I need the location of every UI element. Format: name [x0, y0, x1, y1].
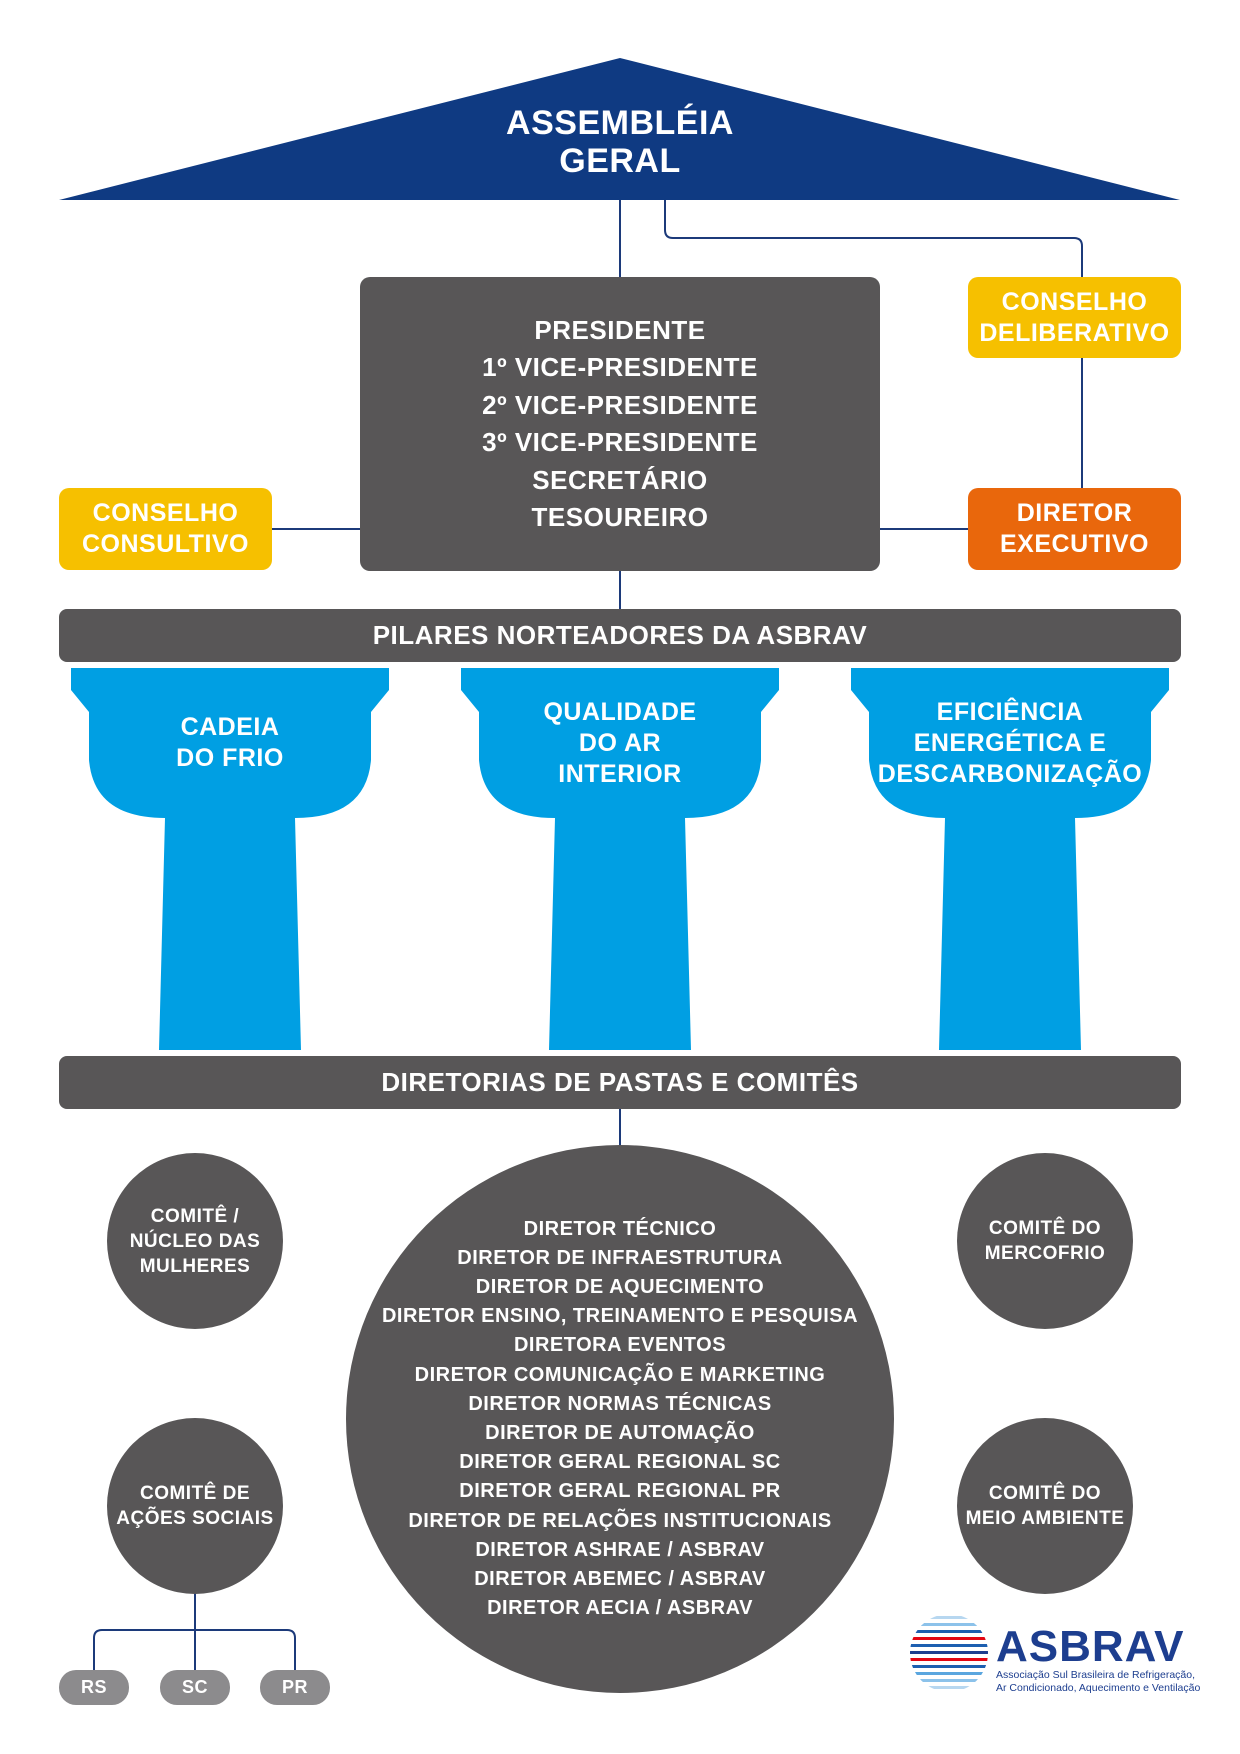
committee-meio-ambiente: COMITÊ DO MEIO AMBIENTE — [957, 1418, 1133, 1594]
region-pill-pr: PR — [260, 1670, 330, 1705]
committee-acoes-sociais: COMITÊ DE AÇÕES SOCIAIS — [107, 1418, 283, 1594]
committee-line: COMITÊ DO — [988, 1218, 1102, 1239]
conselho-consultivo-line1: CONSELHO — [92, 499, 239, 527]
pillar-shape-2 — [461, 668, 779, 1050]
logo-subtitle-line2: Ar Condicionado, Aquecimento e Ventilaçã… — [996, 1682, 1201, 1694]
pillar-label-2: QUALIDADE DO AR INTERIOR — [480, 697, 760, 790]
pillar-label-line: DO AR — [578, 729, 662, 757]
committee-line: MEIO AMBIENTE — [965, 1508, 1125, 1529]
pillar-label-line: ENERGÉTICA E — [913, 729, 1107, 757]
region-pill-sc: SC — [160, 1670, 230, 1705]
region-pill-rs: RS — [59, 1670, 129, 1705]
asbrav-logo: ASBRAV Associação Sul Brasileira de Refr… — [996, 1625, 1200, 1695]
committee-line: COMITÊ DE — [139, 1483, 251, 1504]
committee-line: COMITÊ / — [150, 1205, 240, 1227]
pillar-label-line: INTERIOR — [558, 760, 682, 788]
directors-circle: DIRETOR TÉCNICO DIRETOR DE INFRAESTRUTUR… — [346, 1145, 894, 1693]
conselho-consultivo-line2: CONSULTIVO — [81, 530, 250, 558]
executive-board: PRESIDENTE 1º VICE-PRESIDENTE 2º VICE-PR… — [360, 277, 880, 571]
connector-assembly-deliberativo — [664, 200, 1083, 277]
board-role: PRESIDENTE — [534, 314, 706, 345]
committee-line: MULHERES — [139, 1255, 251, 1277]
assembly-title-line2: GERAL — [559, 142, 681, 180]
pillar-label-line: CADEIA — [180, 713, 280, 741]
logo-name: ASBRAV — [996, 1622, 1185, 1671]
board-role: 2º VICE-PRESIDENTE — [482, 389, 758, 420]
director-item: DIRETORA EVENTOS — [513, 1334, 727, 1357]
assembly-title-line1: ASSEMBLÉIA — [506, 104, 734, 142]
director-item: DIRETOR DE INFRAESTRUTURA — [457, 1246, 783, 1269]
director-item: DIRETOR AECIA / ASBRAV — [487, 1597, 753, 1620]
diretor-executivo-line2: EXECUTIVO — [1000, 530, 1149, 558]
board-role: 3º VICE-PRESIDENTE — [482, 427, 758, 457]
director-item: DIRETOR DE AUTOMAÇÃO — [485, 1422, 755, 1444]
region-label: RS — [80, 1677, 107, 1697]
conselho-deliberativo-box: CONSELHO DELIBERATIVO — [968, 277, 1181, 358]
director-item: DIRETOR ABEMEC / ASBRAV — [474, 1568, 766, 1591]
committee-line: MERCOFRIO — [984, 1243, 1106, 1264]
assembly-title: ASSEMBLÉIA GERAL — [470, 104, 770, 180]
directors-bar: DIRETORIAS DE PASTAS E COMITÊS — [59, 1056, 1181, 1109]
conselho-deliberativo-line2: DELIBERATIVO — [979, 318, 1170, 347]
committee-line: NÚCLEO DAS — [129, 1230, 261, 1252]
diretor-executivo-box: DIRETOR EXECUTIVO — [968, 488, 1181, 570]
director-item: DIRETOR GERAL REGIONAL SC — [459, 1451, 781, 1474]
director-item: DIRETOR GERAL REGIONAL PR — [459, 1480, 781, 1503]
pillar-label-line: DESCARBONIZAÇÃO — [877, 760, 1143, 788]
diretor-executivo-line1: DIRETOR — [1016, 499, 1133, 527]
directors-bar-label: DIRETORIAS DE PASTAS E COMITÊS — [381, 1067, 859, 1097]
pillars-bar: PILARES NORTEADORES DA ASBRAV — [59, 609, 1181, 662]
director-item: DIRETOR ASHRAE / ASBRAV — [475, 1538, 765, 1561]
logo-subtitle-line1: Associação Sul Brasileira de Refrigeraçã… — [996, 1669, 1196, 1681]
director-item: DIRETOR TÉCNICO — [523, 1217, 717, 1240]
asbrav-logo-icon — [908, 1612, 990, 1694]
pillar-label-line: QUALIDADE — [543, 698, 697, 726]
board-role: SECRETÁRIO — [532, 464, 708, 495]
committee-mercofrio: COMITÊ DO MERCOFRIO — [957, 1153, 1133, 1329]
pillar-label-1: CADEIA DO FRIO — [90, 712, 370, 774]
pillar-shape-3 — [851, 668, 1169, 1050]
connector-regions — [93, 1586, 296, 1670]
committee-line: COMITÊ DO — [988, 1483, 1102, 1504]
director-item: DIRETOR NORMAS TÉCNICAS — [468, 1392, 772, 1415]
pillar-label-line: DO FRIO — [176, 744, 284, 772]
committee-line: AÇÕES SOCIAIS — [116, 1508, 274, 1529]
director-item: DIRETOR COMUNICAÇÃO E MARKETING — [414, 1363, 826, 1386]
pillars-bar-label: PILARES NORTEADORES DA ASBRAV — [372, 620, 868, 650]
assembly-roof — [59, 58, 1180, 200]
conselho-consultivo-box: CONSELHO CONSULTIVO — [59, 488, 272, 570]
board-role: 1º VICE-PRESIDENTE — [482, 352, 758, 382]
pillar-label-3: EFICIÊNCIA ENERGÉTICA E DESCARBONIZAÇÃO — [860, 697, 1160, 790]
conselho-deliberativo-line1: CONSELHO — [1001, 287, 1148, 316]
committee-mulheres: COMITÊ / NÚCLEO DAS MULHERES — [107, 1153, 283, 1329]
region-label: SC — [181, 1677, 208, 1697]
board-role: TESOUREIRO — [531, 502, 709, 532]
director-item: DIRETOR DE RELAÇÕES INSTITUCIONAIS — [408, 1509, 832, 1532]
director-item: DIRETOR DE AQUECIMENTO — [475, 1275, 765, 1298]
pillar-shape-1 — [71, 668, 389, 1050]
pillar-label-line: EFICIÊNCIA — [936, 698, 1084, 726]
region-label: PR — [281, 1677, 308, 1697]
director-item: DIRETOR ENSINO, TREINAMENTO E PESQUISA — [381, 1305, 859, 1328]
